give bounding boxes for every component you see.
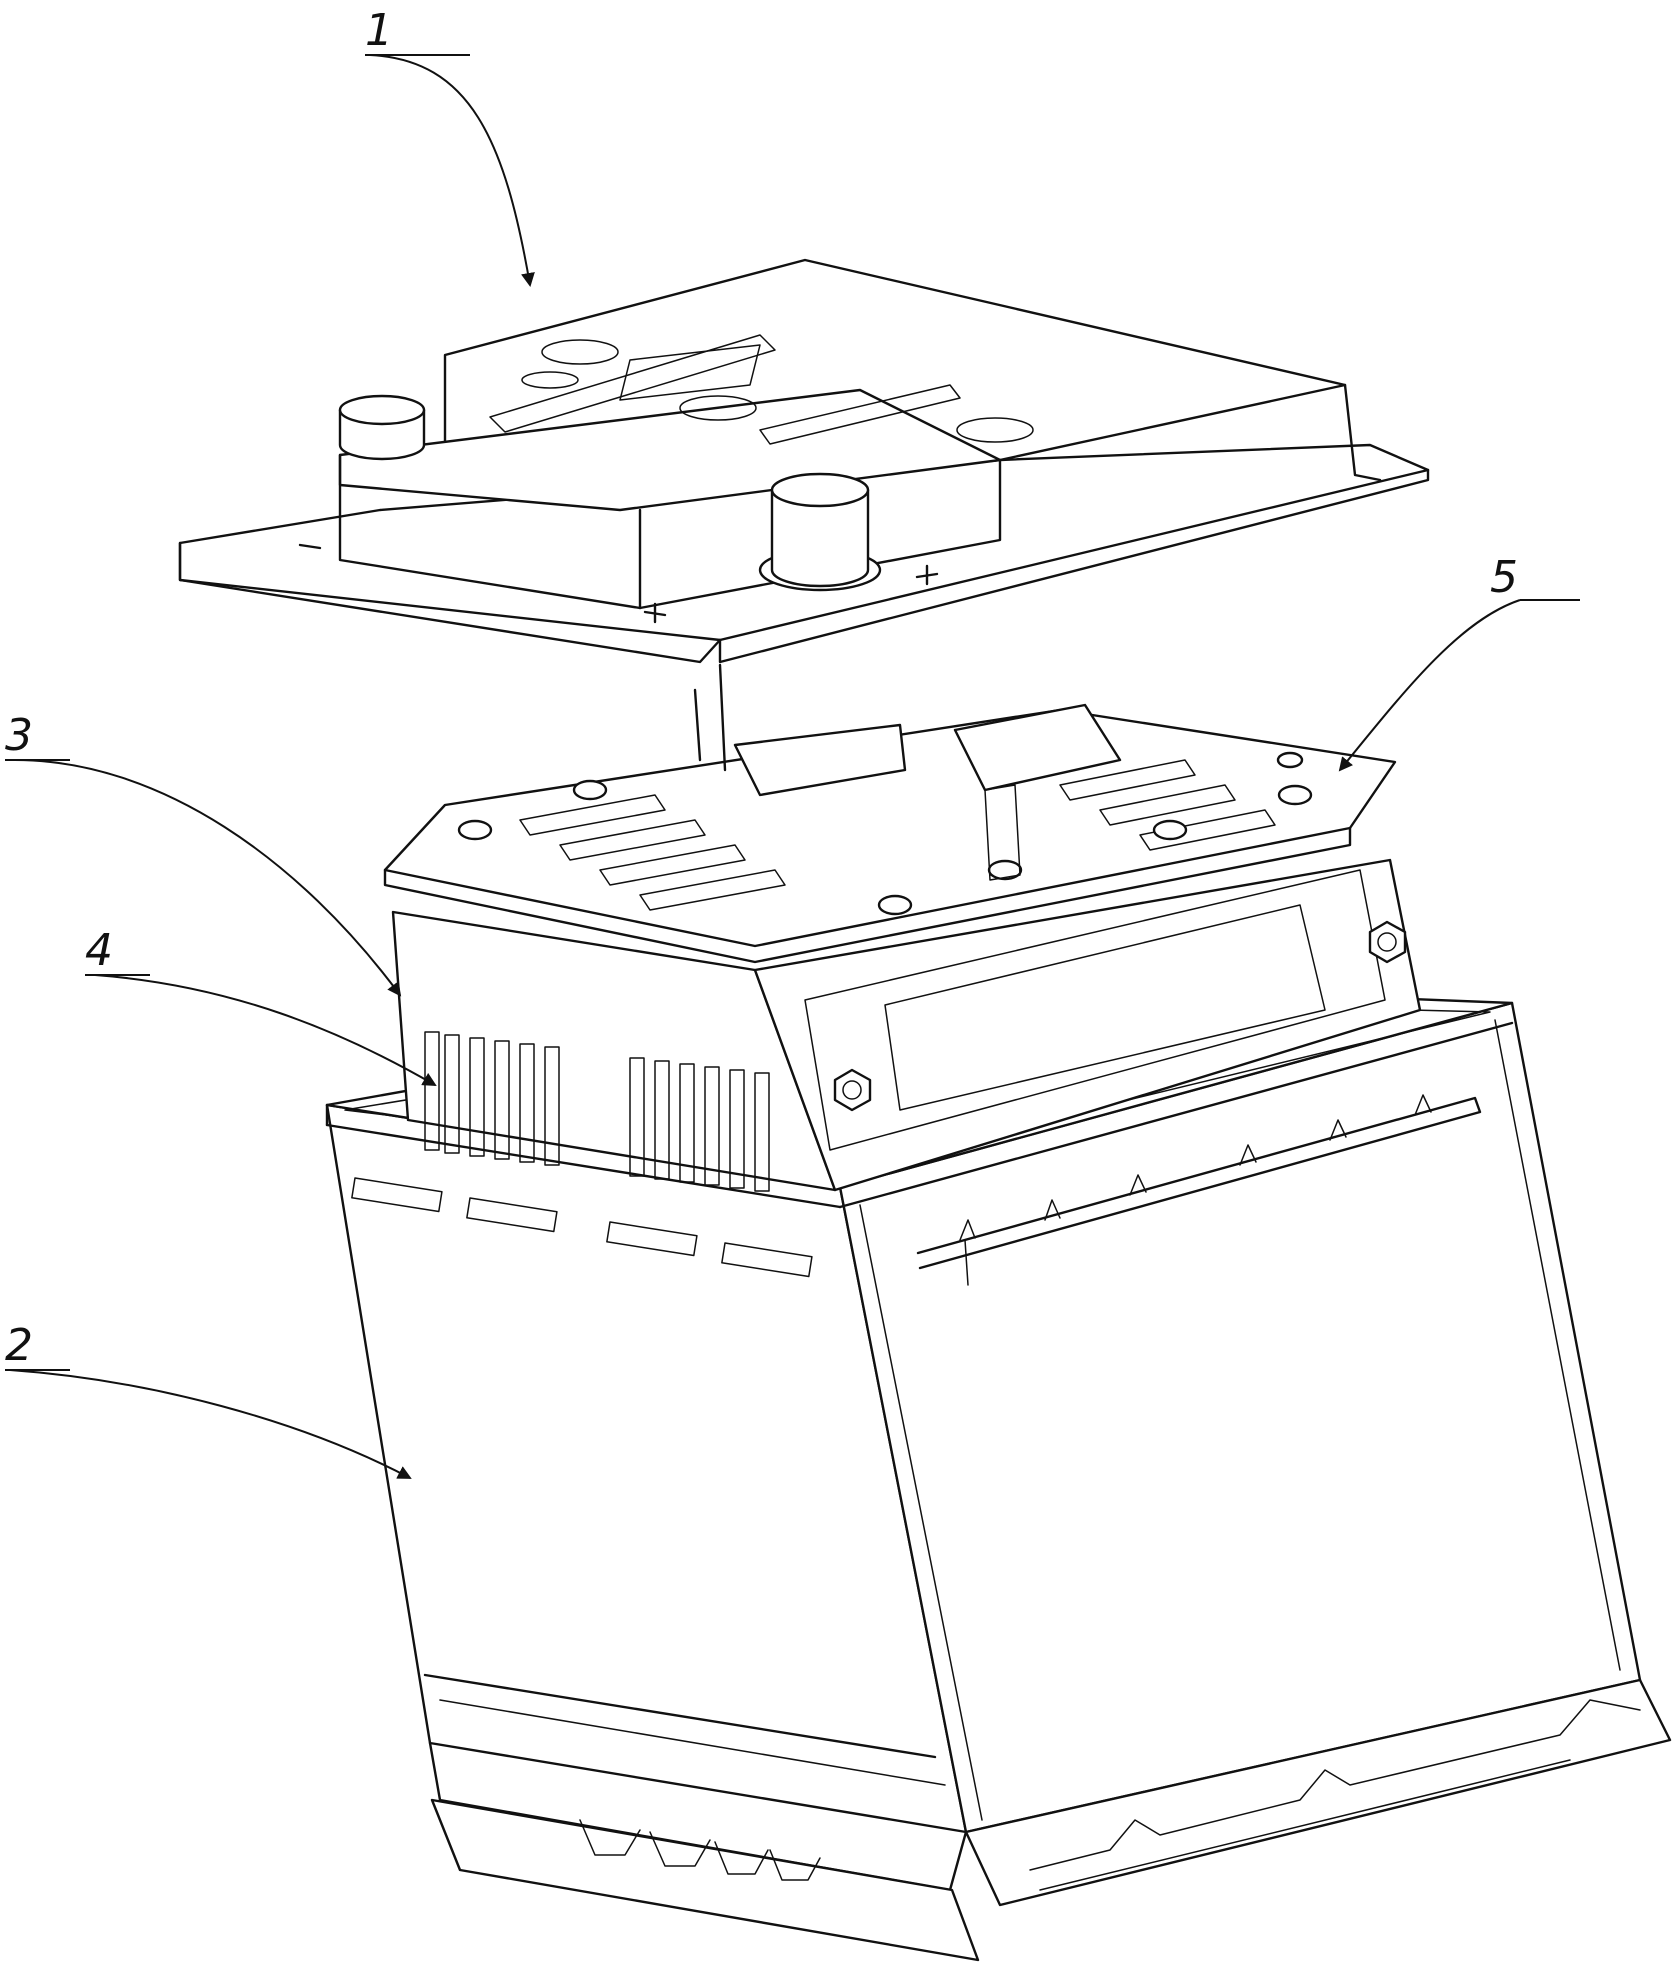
cell-fins — [424, 1031, 770, 1192]
label-2: 2 — [5, 1320, 33, 1371]
rail-ribs — [959, 1094, 1432, 1286]
foot-notches-left — [579, 1819, 821, 1881]
label-3: 3 — [5, 710, 33, 761]
label-4: 4 — [85, 925, 113, 976]
terminal-nuts — [833, 920, 1407, 1112]
leader-4: 4 — [85, 925, 437, 1087]
leader-1: 1 — [365, 5, 535, 287]
leader-5: 5 — [1338, 552, 1580, 772]
leader-2: 2 — [5, 1320, 412, 1479]
bus-plate — [383, 703, 1397, 964]
label-5: 5 — [1490, 552, 1518, 603]
vent-caps — [521, 339, 1034, 443]
label-1: 1 — [365, 5, 393, 56]
vent-slots — [351, 1177, 813, 1278]
bus-bars — [519, 759, 1276, 911]
terminal-post-left — [338, 394, 426, 461]
terminal-post — [758, 472, 882, 592]
leader-3: 3 — [5, 710, 402, 997]
battery-lid — [178, 258, 1430, 664]
cell-module — [391, 858, 1422, 1192]
